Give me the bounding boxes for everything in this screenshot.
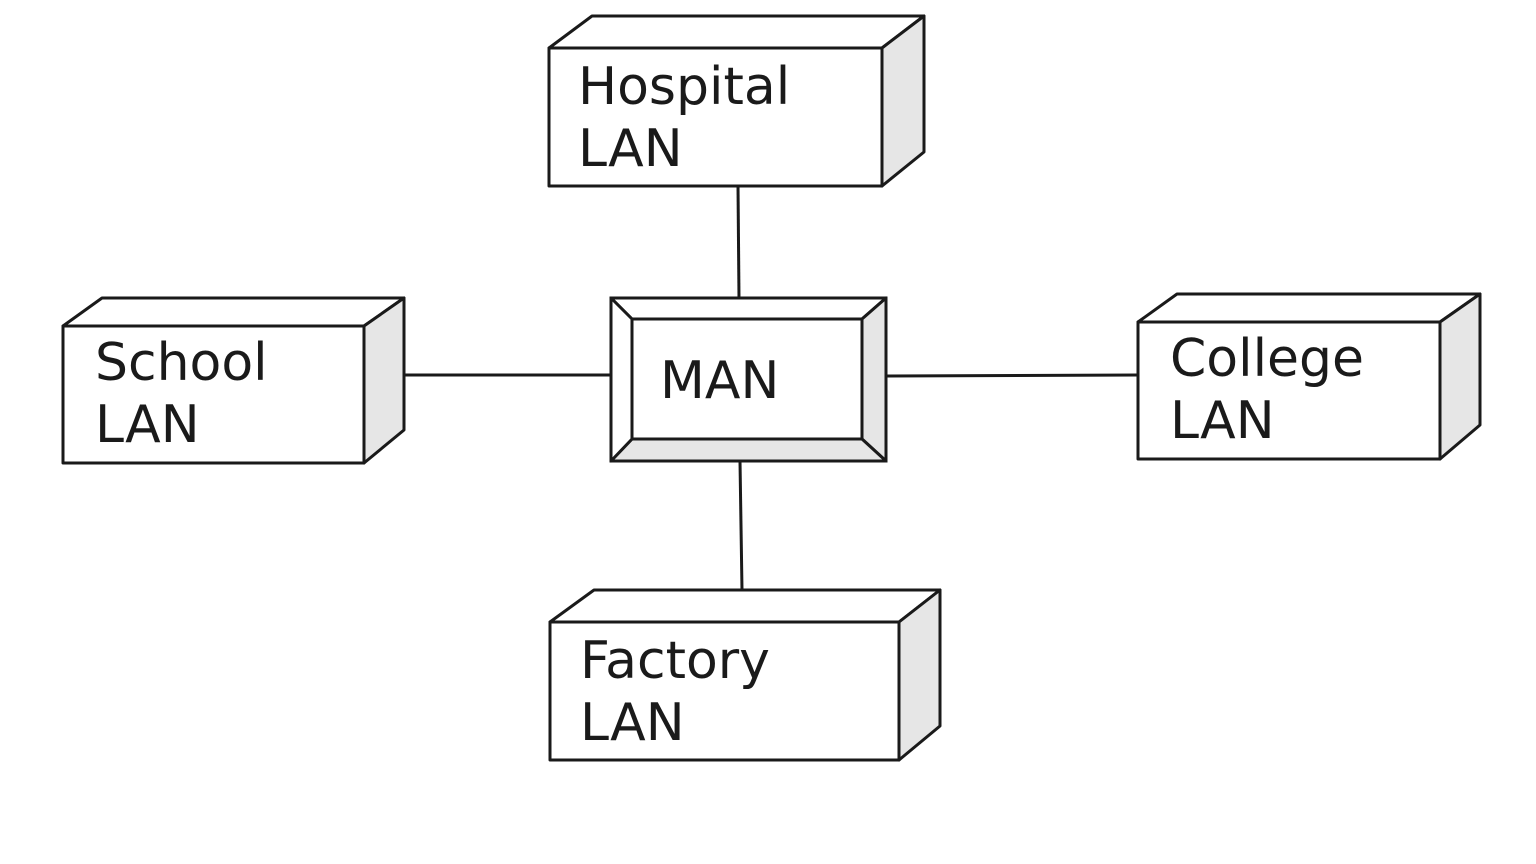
- man-hub-bevel-left: [609, 296, 634, 463]
- hospital-box-side: [880, 14, 926, 188]
- hospital-box-top: [547, 14, 926, 50]
- school-lan-box: School LAN: [61, 296, 406, 465]
- factory-lan-box: Factory LAN: [548, 588, 942, 762]
- school-box-front: [61, 324, 366, 465]
- man-hub-label: MAN: [660, 351, 779, 411]
- link-hub-hospital: [736, 185, 741, 299]
- link-hub-college: [885, 373, 1139, 378]
- man-hub-bevel-top: [609, 296, 888, 321]
- college-box-top: [1136, 292, 1482, 324]
- school-label-line1: School: [95, 333, 268, 393]
- school-label-line2: LAN: [95, 395, 200, 455]
- hospital-box-front: [547, 46, 884, 188]
- factory-box-top: [548, 588, 942, 624]
- man-hub-inner-panel: [630, 317, 864, 441]
- college-label-line1: College: [1170, 329, 1364, 389]
- school-box-side: [362, 296, 406, 465]
- factory-label-line1: Factory: [580, 631, 770, 691]
- hospital-lan-box: Hospital LAN: [547, 14, 926, 188]
- college-box-front: [1136, 320, 1442, 461]
- college-label-line2: LAN: [1170, 391, 1275, 451]
- hospital-label-line2: LAN: [578, 119, 683, 179]
- man-hub-bevel-right: [860, 296, 888, 463]
- man-hub-box: MAN: [609, 296, 888, 463]
- college-lan-box: College LAN: [1136, 292, 1482, 461]
- factory-label-line2: LAN: [580, 693, 685, 753]
- college-box-side: [1438, 292, 1482, 461]
- hospital-label-line1: Hospital: [578, 57, 790, 117]
- factory-box-front: [548, 620, 901, 762]
- link-hub-factory: [738, 460, 744, 591]
- man-hub-bevel-bottom: [609, 437, 888, 463]
- school-box-top: [61, 296, 406, 328]
- factory-box-side: [897, 588, 942, 762]
